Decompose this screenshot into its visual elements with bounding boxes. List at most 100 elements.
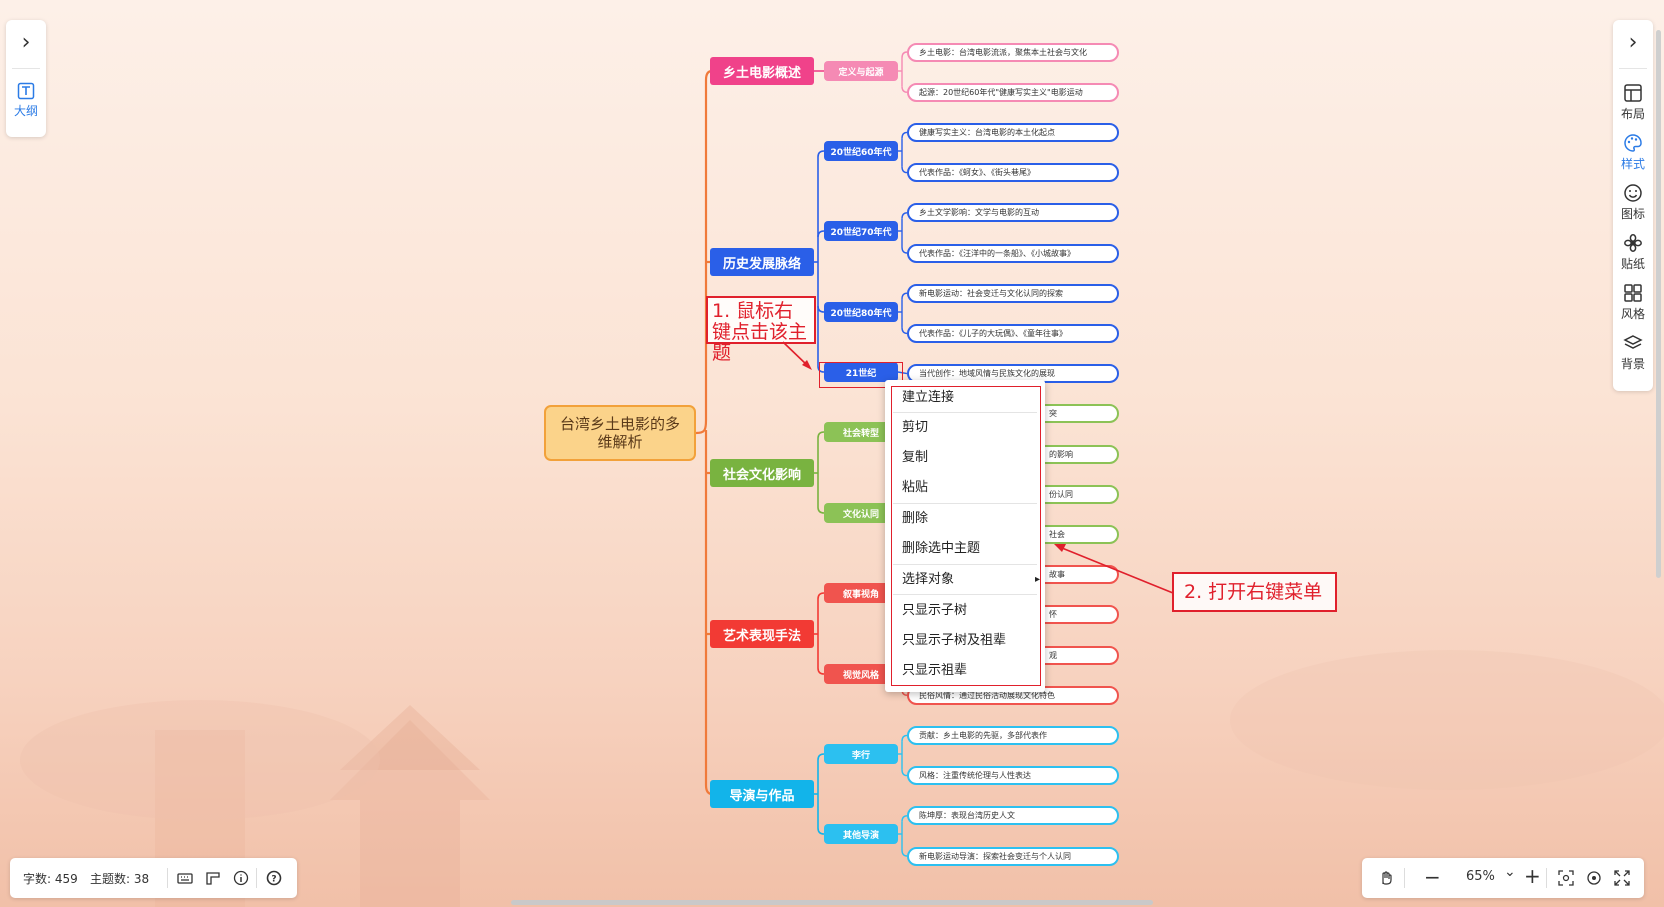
root-topic[interactable]: 台湾乡土电影的多维解析 — [544, 405, 696, 461]
menu-item-show-ancestors-only[interactable]: 只显示祖辈 — [902, 656, 1030, 686]
toolbar-item-palette[interactable]: 样式 — [1603, 133, 1663, 172]
leaf-topic-label: 代表作品：《儿子的大玩偶》、《童年往事》 — [919, 328, 1067, 338]
help-icon[interactable]: ? — [266, 870, 282, 886]
ruler-icon[interactable] — [205, 870, 221, 886]
word-count: 字数: 459 — [23, 872, 78, 886]
root-topic-label: 台湾乡土电影的多维解析 — [559, 415, 680, 451]
toolbar-item-label: 样式 — [1620, 157, 1645, 171]
leaf-topic[interactable]: 新电影运动导演：探索社会变迁与个人认同 — [907, 846, 1119, 866]
toolbar-item-layers[interactable]: 背景 — [1603, 333, 1663, 372]
sub-topic-label: 20世纪70年代 — [830, 227, 892, 238]
sub-topic[interactable]: 李行 — [824, 744, 898, 764]
main-topic[interactable]: 乡土电影概述 — [710, 57, 814, 85]
toolbar-item-label: 背景 — [1620, 357, 1645, 371]
divider — [256, 868, 257, 888]
menu-item-show-subtree-and-ancestors[interactable]: 只显示子树及祖辈 — [902, 626, 1030, 656]
menu-item-label: 复制 — [902, 450, 929, 465]
sub-topic[interactable]: 20世纪70年代 — [824, 221, 898, 241]
leaf-topic[interactable]: 代表作品：《蚵女》、《街头巷尾》 — [907, 163, 1119, 183]
menu-item-label: 只显示祖辈 — [902, 663, 968, 678]
menu-item-label: 只显示子树及祖辈 — [902, 633, 1007, 648]
expand-right-button[interactable]: › — [1613, 28, 1653, 58]
annotation-arrow-2 — [1054, 544, 1174, 594]
fullscreen-icon[interactable] — [1614, 870, 1630, 886]
outline-button[interactable]: 大纲 — [6, 78, 46, 128]
menu-item-label: 剪切 — [902, 420, 929, 435]
sub-topic[interactable]: 文化认同 — [824, 503, 898, 523]
connector-line — [817, 305, 825, 313]
main-topic[interactable]: 历史发展脉络 — [710, 248, 814, 276]
vertical-scrollbar[interactable] — [1656, 30, 1661, 578]
hand-pan-icon[interactable] — [1378, 870, 1394, 886]
text-outline-icon — [17, 82, 35, 100]
menu-item-show-subtree-only[interactable]: 只显示子树 — [902, 596, 1030, 626]
main-topic[interactable]: 艺术表现手法 — [710, 620, 814, 648]
main-topic[interactable]: 导演与作品 — [710, 780, 814, 808]
sub-topic-label: 20世纪80年代 — [830, 308, 892, 319]
leaf-topic[interactable]: 起源：20世纪60年代"健康写实主义"电影运动 — [907, 82, 1119, 102]
leaf-topic[interactable]: 新电影运动：社会变迁与文化认同的探索 — [907, 283, 1119, 303]
fit-screen-icon[interactable] — [1558, 870, 1574, 886]
menu-item-cut[interactable]: 剪切 — [902, 413, 1030, 443]
sub-topic-label: 21世纪 — [845, 368, 877, 379]
leaf-topic[interactable]: 乡土文学影响：文学与电影的互动 — [907, 203, 1119, 223]
leaf-topic-label: 新电影运动导演：探索社会变迁与个人认同 — [919, 851, 1071, 861]
connector-line — [901, 166, 908, 174]
menu-item-delete[interactable]: 删除 — [902, 504, 1030, 534]
menu-item-label: 选择对象 — [902, 572, 955, 587]
sub-topic[interactable]: 视觉风格 — [824, 664, 898, 684]
main-topic-label: 导演与作品 — [729, 788, 795, 804]
leaf-topic-label: 贡献：乡土电影的先驱，多部代表作 — [919, 730, 1047, 740]
main-topic[interactable]: 社会文化影响 — [710, 459, 814, 487]
main-topic-label: 历史发展脉络 — [722, 256, 801, 272]
zoom-bar: − 65% ⌄ + — [1362, 858, 1644, 898]
menu-item-label: 删除 — [902, 511, 929, 526]
sub-topic[interactable]: 社会转型 — [824, 422, 898, 442]
menu-item-select-object[interactable]: 选择对象▸ — [902, 565, 1040, 595]
zoom-level[interactable]: 65% — [1466, 869, 1495, 884]
connector-line — [901, 86, 908, 93]
leaf-topic[interactable]: 贡献：乡土电影的先驱，多部代表作 — [907, 725, 1119, 745]
context-menu-highlight-frame — [891, 386, 1041, 686]
sub-topic[interactable]: 20世纪80年代 — [824, 302, 898, 322]
leaf-topic[interactable]: 代表作品：《儿子的大玩偶》、《童年往事》 — [907, 323, 1119, 343]
toolbar-item-smiley[interactable]: 图标 — [1603, 183, 1663, 222]
sub-topic-label: 文化认同 — [842, 509, 879, 520]
menu-item-label: 删除选中主题 — [902, 541, 981, 556]
outline-label: 大纲 — [13, 104, 38, 118]
leaf-topic-label: 新电影运动：社会变迁与文化认同的探索 — [919, 288, 1063, 298]
sub-topic[interactable]: 叙事视角 — [824, 583, 898, 603]
horizontal-scrollbar[interactable] — [511, 900, 1153, 905]
sub-topic[interactable]: 定义与起源 — [824, 61, 898, 81]
leaf-topic-label: 乡土文学影响：文学与电影的互动 — [919, 208, 1039, 218]
zoom-dropdown-chevron[interactable]: ⌄ — [1504, 864, 1516, 880]
toolbar-item-grid[interactable]: 风格 — [1603, 283, 1663, 322]
sub-topic-label: 社会转型 — [842, 428, 879, 439]
leaf-topic-label: 代表作品：《汪洋中的一条船》、《小城故事》 — [919, 248, 1075, 258]
sub-topic[interactable]: 21世纪 — [824, 362, 898, 382]
locate-center-icon[interactable] — [1586, 870, 1602, 886]
zoom-out-button[interactable]: − — [1424, 865, 1441, 889]
toolbar-item-flower[interactable]: 贴纸 — [1603, 233, 1663, 272]
menu-item-create-link[interactable]: 建立连接 — [902, 383, 1030, 413]
leaf-topic[interactable]: 陈坤厚：表现台湾历史人文 — [907, 806, 1119, 826]
keyboard-icon[interactable] — [177, 870, 193, 886]
toolbar-item-layout[interactable]: 布局 — [1603, 83, 1663, 122]
menu-item-delete-selected-topic[interactable]: 删除选中主题 — [902, 534, 1030, 564]
expand-left-button[interactable]: › — [6, 28, 46, 58]
zoom-in-button[interactable]: + — [1524, 864, 1541, 888]
main-topic-label: 社会文化影响 — [722, 467, 801, 483]
leaf-topic[interactable]: 风格：注重传统伦理与人性表达 — [907, 766, 1119, 786]
connector-line — [901, 815, 908, 822]
sub-topic[interactable]: 20世纪60年代 — [824, 141, 898, 161]
menu-item-paste[interactable]: 粘贴 — [902, 473, 1030, 503]
info-icon[interactable] — [233, 870, 249, 886]
leaf-topic[interactable]: 代表作品：《汪洋中的一条船》、《小城故事》 — [907, 243, 1119, 263]
leaf-topic[interactable]: 健康写实主义：台湾电影的本土化起点 — [907, 122, 1119, 142]
connector-line — [817, 150, 825, 158]
leaf-topic-label: 观 — [1049, 650, 1057, 660]
menu-item-copy[interactable]: 复制 — [902, 443, 1030, 473]
sub-topic[interactable]: 其他导演 — [824, 824, 898, 844]
leaf-topic[interactable]: 乡土电影：台湾电影流派，聚焦本土社会与文化 — [907, 42, 1119, 62]
divider — [1619, 68, 1647, 69]
